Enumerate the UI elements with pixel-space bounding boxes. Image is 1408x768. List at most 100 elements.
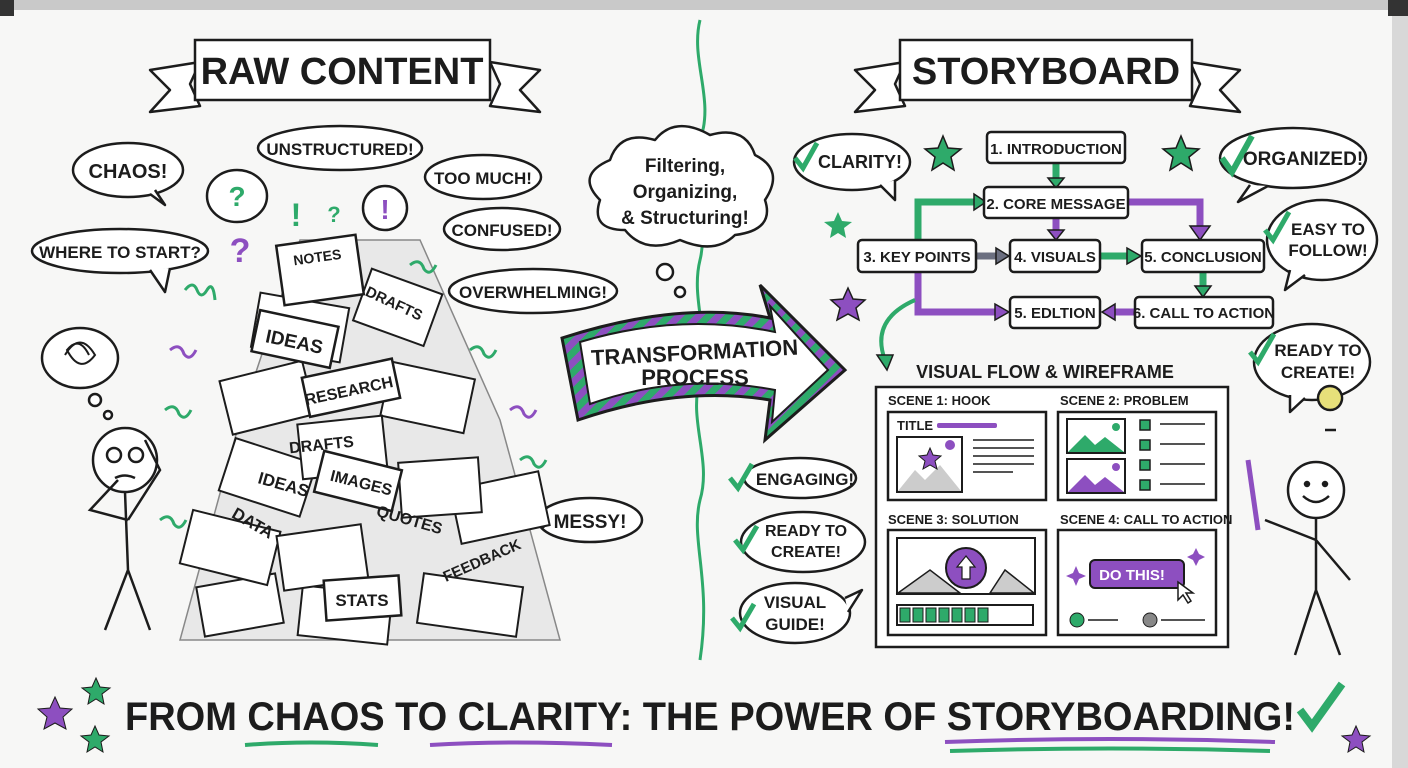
scene-4-label: SCENE 4: CALL TO ACTION — [1060, 512, 1232, 527]
flow-step-introduction: 1. INTRODUCTION — [985, 130, 1127, 165]
footer-title: FROM CHAOS TO CLARITY: THE POWER OF STOR… — [125, 681, 1346, 753]
svg-text:GUIDE!: GUIDE! — [765, 615, 825, 634]
thought-line: Organizing, — [633, 182, 738, 203]
footer-storyboarding: STORYBOARDING — [947, 695, 1283, 739]
underline-storyboarding — [944, 737, 1276, 744]
progress-segment — [912, 607, 924, 623]
bubble-visual-guide: VISUAL GUIDE! — [730, 581, 864, 645]
bubble-organized: ORGANIZED! — [1218, 126, 1368, 204]
question-mark-purple: ? — [230, 232, 251, 270]
thought-cloud: Filtering, Organizing, & Structuring! — [588, 124, 775, 299]
storyboard-banner: STORYBOARD — [853, 38, 1242, 114]
bubble-too-much: TOO MUCH! — [423, 153, 543, 201]
flow-step-call-to-action: 6. CALL TO ACTION — [1133, 295, 1275, 330]
svg-text:READY TO: READY TO — [1274, 341, 1361, 360]
email-icon — [1142, 612, 1158, 628]
svg-text:CLARITY!: CLARITY! — [818, 152, 902, 172]
underline-chaos — [244, 740, 379, 747]
flow-step-core-message: 2. CORE MESSAGE — [982, 185, 1130, 220]
stress-squiggles — [159, 260, 548, 529]
svg-text:5. CONCLUSION: 5. CONCLUSION — [1144, 249, 1262, 266]
svg-text:!: ! — [380, 194, 389, 225]
star-icons — [36, 134, 1372, 754]
bubble-unstructured: UNSTRUCTURED! — [256, 124, 424, 172]
flow-step-edition: 5. EDLTION — [1008, 295, 1102, 330]
bubble-easy-to-follow: EASY TO FOLLOW! — [1263, 198, 1379, 292]
pile-label: DRAFTS — [288, 434, 355, 458]
footer-clarity: CLARITY — [458, 695, 623, 739]
sparkle-icon — [1066, 566, 1086, 586]
checkmark-icon — [1296, 681, 1346, 733]
arrow-label: PROCESS — [641, 365, 749, 390]
svg-text:CONFUSED!: CONFUSED! — [451, 221, 552, 240]
svg-text:OVERWHELMING!: OVERWHELMING! — [459, 283, 607, 302]
star-icon — [1161, 134, 1201, 172]
wireframe-title: VISUAL FLOW & WIREFRAME — [916, 362, 1174, 382]
scene-3-solution — [886, 528, 1048, 637]
scene-4-call-to-action: DO THIS! — [1056, 528, 1218, 637]
svg-text:READY TO: READY TO — [765, 523, 847, 540]
star-icon — [824, 212, 852, 238]
paper-pile: NOTES DRAFTS IDEAS RESEARCH DRAFTS IMAGE… — [178, 233, 561, 646]
svg-text:UNSTRUCTURED!: UNSTRUCTURED! — [266, 140, 413, 159]
svg-text:VISUAL: VISUAL — [764, 593, 826, 612]
exclamation-mark: ! — [291, 197, 302, 233]
progress-segment — [964, 607, 976, 623]
scene-2-label: SCENE 2: PROBLEM — [1060, 393, 1189, 408]
svg-text:FOLLOW!: FOLLOW! — [1288, 241, 1367, 260]
svg-text:4. VISUALS: 4. VISUALS — [1014, 249, 1096, 266]
svg-text:CREATE!: CREATE! — [1281, 363, 1355, 382]
scene-2-problem — [1056, 410, 1218, 502]
bubble-where-to-start: WHERE TO START? — [30, 227, 210, 294]
svg-text:WHERE TO START?: WHERE TO START? — [39, 243, 201, 262]
presenter-stick-figure — [1245, 384, 1351, 656]
progress-segment — [951, 607, 963, 623]
storyboard-title: STORYBOARD — [912, 51, 1180, 93]
raw-content-title: RAW CONTENT — [201, 51, 484, 93]
scene-1-label: SCENE 1: HOOK — [888, 393, 991, 408]
star-icon — [79, 724, 111, 754]
star-icon — [917, 446, 943, 471]
star-icon — [1340, 724, 1372, 754]
progress-segment — [899, 607, 911, 623]
raw-content-banner: RAW CONTENT — [148, 38, 542, 114]
star-icon — [829, 286, 867, 322]
frame-corner — [1388, 0, 1408, 16]
do-this-label: DO THIS! — [1099, 567, 1165, 584]
star-icon — [923, 134, 963, 172]
frame-corner — [0, 0, 14, 16]
board-frame-right — [1392, 0, 1408, 768]
svg-text:?: ? — [228, 181, 245, 212]
svg-text:TOO MUCH!: TOO MUCH! — [434, 169, 532, 188]
svg-text:FROM CHAOS TO CLARITY: THE POW: FROM CHAOS TO CLARITY: THE POWER OF STOR… — [125, 695, 1295, 739]
svg-text:EASY TO: EASY TO — [1291, 220, 1365, 239]
checklist — [1139, 419, 1205, 491]
bubble-engaging: ENGAGING! — [728, 456, 858, 500]
svg-text:5. EDLTION: 5. EDLTION — [1014, 305, 1095, 322]
confused-stick-figure — [40, 326, 162, 631]
bubble-clarity: CLARITY! — [792, 132, 912, 202]
question-mark: ? — [327, 202, 340, 227]
footer-chaos: CHAOS — [247, 695, 384, 739]
star-icon — [80, 676, 112, 706]
flow-arrows — [879, 163, 1207, 361]
bubble-ready-to-create-top: READY TO CREATE! — [1248, 322, 1372, 414]
cursor-icon — [1177, 580, 1196, 605]
transformation-arrow: TRANSFORMATION PROCESS — [560, 283, 848, 444]
flow-step-visuals: 4. VISUALS — [1008, 238, 1102, 274]
svg-text:MESSY!: MESSY! — [554, 512, 627, 533]
bubble-overwhelming: OVERWHELMING! — [447, 267, 619, 315]
wireframe: SCENE 1: HOOK SCENE 2: PROBLEM SCENE 3: … — [874, 385, 1232, 649]
underline-clarity — [429, 740, 613, 747]
svg-text:6. CALL TO ACTION: 6. CALL TO ACTION — [1133, 305, 1275, 322]
exclamation-bubble: ! — [361, 184, 409, 232]
progress-segment — [925, 607, 937, 623]
svg-text:ENGAGING!: ENGAGING! — [756, 470, 854, 489]
lightbulb-icon — [1316, 384, 1344, 412]
svg-text:CHAOS!: CHAOS! — [89, 161, 168, 183]
progress-segment — [938, 607, 950, 623]
progress-segment — [977, 607, 989, 623]
